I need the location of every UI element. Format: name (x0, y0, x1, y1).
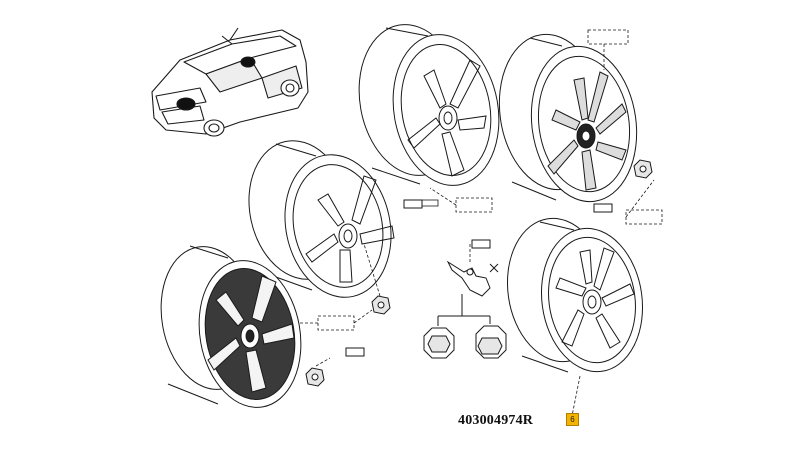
bracket-lug-nuts (437, 294, 491, 326)
hub-center-bottom-left (240, 323, 260, 349)
wheel-bottom-left (160, 245, 302, 408)
lug-nut-right (475, 325, 507, 359)
callout-badge[interactable]: 6 (566, 413, 579, 426)
wheel-top-center (358, 24, 500, 186)
vehicle-thumbnail (151, 27, 309, 137)
wheel-bottom-right (506, 217, 644, 373)
reference-leaders (300, 29, 663, 417)
part-reference-number: 403004974R (458, 413, 534, 428)
part-tags (345, 199, 613, 357)
hub-nut-bottom (305, 367, 325, 387)
hub-center-middle-left (338, 223, 358, 249)
hub-center-top-right (576, 123, 596, 149)
lug-nut-left (423, 327, 455, 359)
hub-center-top (438, 105, 458, 131)
wheel-top-right (498, 33, 638, 203)
valve-stem (446, 260, 499, 297)
hub-nut-right (633, 159, 653, 179)
hub-nut-center (371, 295, 391, 315)
hub-center-bottom-right (582, 289, 602, 315)
